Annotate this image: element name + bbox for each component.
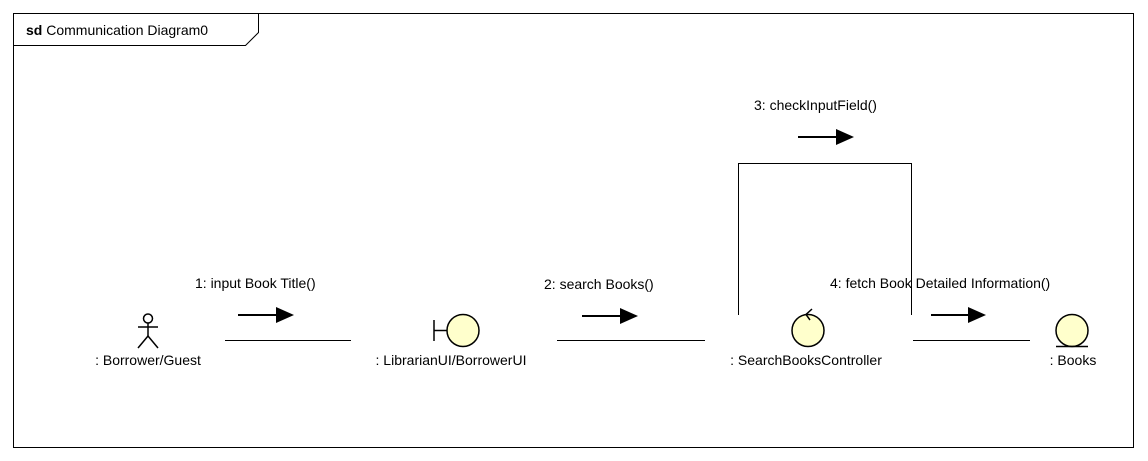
message-label-4: 4: fetch Book Detailed Information(): [830, 275, 1050, 291]
actor-icon: [137, 313, 159, 349]
diagram-frame: [13, 13, 1134, 448]
lifeline-label-ui: : LibrarianUI/BorrowerUI: [376, 352, 527, 368]
message-arrow-4: [931, 307, 986, 323]
lifeline-label-books: : Books: [1050, 352, 1097, 368]
message-arrow-1: [238, 307, 294, 323]
frame-title: sd Communication Diagram0: [26, 22, 208, 38]
message-label-2: 2: search Books(): [544, 276, 654, 292]
control-icon: [791, 308, 825, 348]
frame-keyword: sd: [26, 22, 46, 38]
entity-icon: [1055, 313, 1089, 348]
message-arrow-2: [582, 308, 638, 324]
frame-name: Communication Diagram0: [46, 22, 208, 38]
message-arrow-3: [798, 129, 854, 145]
self-link-controller: [738, 163, 912, 315]
lifeline-label-borrower: : Borrower/Guest: [95, 352, 201, 368]
message-label-1: 1: input Book Title(): [195, 275, 316, 291]
lifeline-label-controller: : SearchBooksController: [730, 352, 882, 368]
frame-title-tab: [13, 13, 259, 46]
boundary-icon: [433, 313, 480, 348]
message-label-3: 3: checkInputField(): [754, 97, 877, 113]
